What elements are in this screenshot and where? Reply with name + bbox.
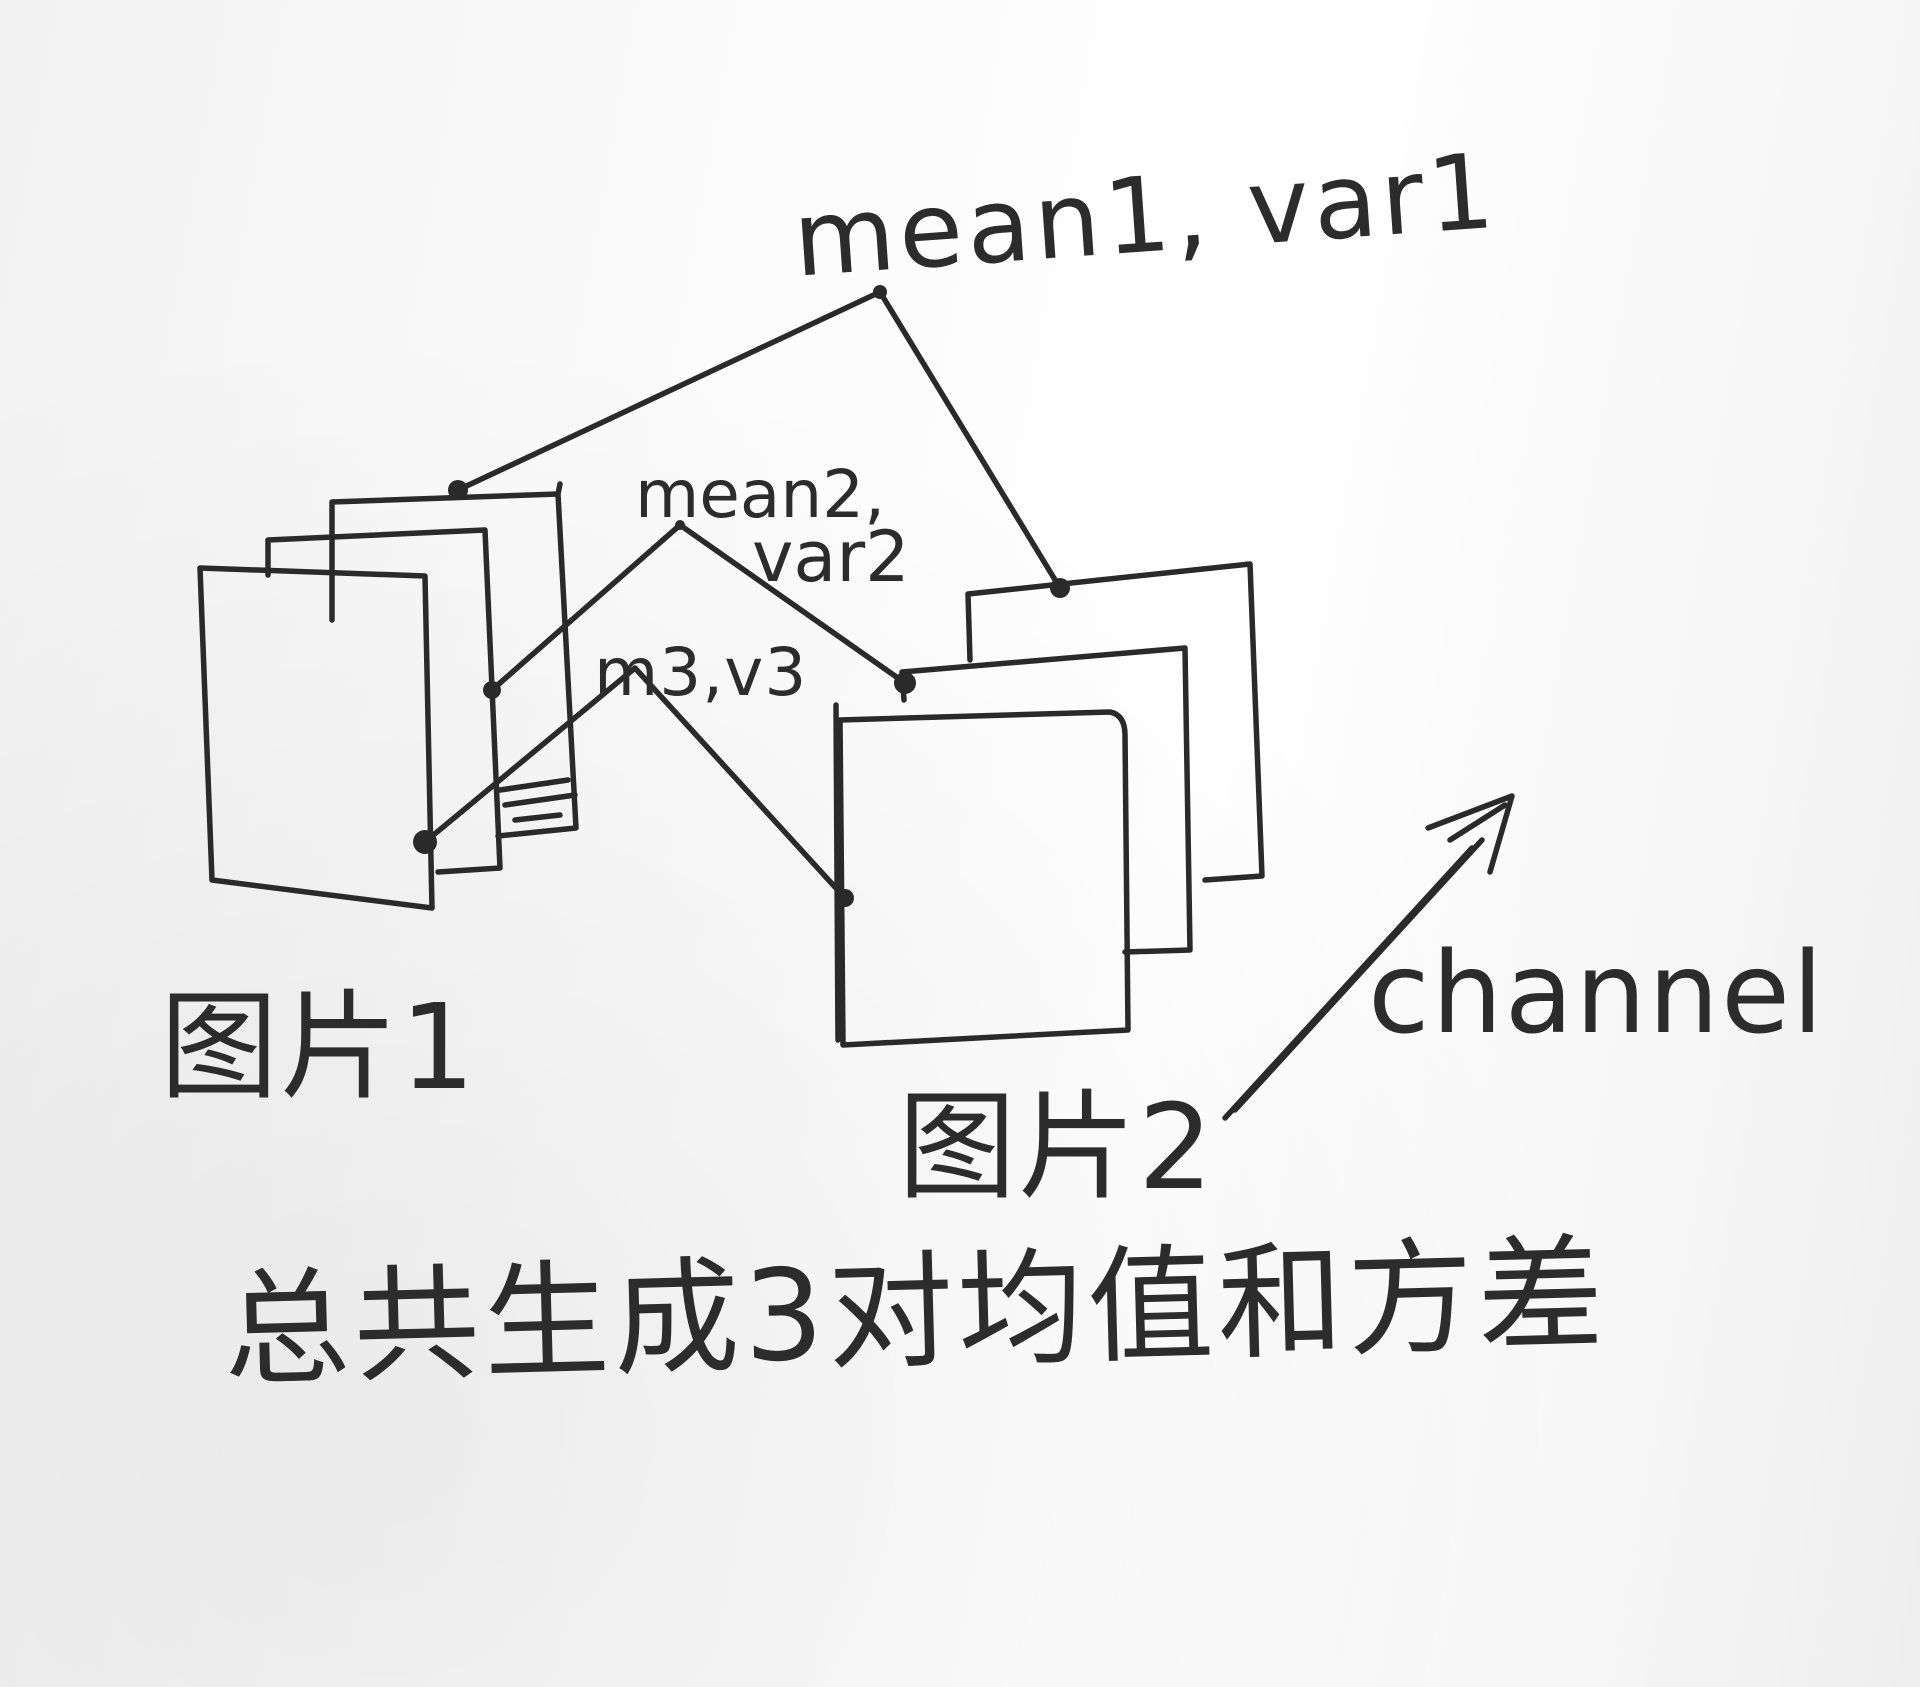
dot-mean2-end — [894, 672, 916, 694]
mean2-label: mean2, — [635, 456, 886, 533]
image1-stack — [197, 481, 579, 911]
dot-mean1-end — [1050, 578, 1070, 598]
channel-label: channel — [1368, 929, 1826, 1059]
image1-scribble — [497, 777, 578, 823]
image2-channel-1-edge — [833, 702, 841, 1043]
image2-stack — [833, 561, 1265, 1048]
image1-label: 图片1 — [160, 978, 478, 1116]
dot-mean1-peak — [873, 285, 887, 299]
image1-channel-2 — [265, 527, 503, 875]
var2-label: var2 — [752, 516, 910, 598]
dot-mean2-peak — [675, 520, 685, 530]
dot-m3-end — [836, 889, 854, 907]
image2-channel-1 — [837, 709, 1131, 1048]
summary-caption: 总共生成3对均值和方差 — [221, 1220, 1610, 1404]
image2-channel-3 — [965, 561, 1265, 883]
image1-channel-1 — [197, 565, 435, 911]
connection-m3-v3 — [422, 665, 848, 901]
dot-mean1-start — [448, 480, 468, 500]
connection-dots — [413, 285, 1070, 907]
channel-arrow-shaft — [1222, 837, 1485, 1121]
channel-arrow-head — [1425, 793, 1515, 875]
image2-label: 图片2 — [898, 1078, 1216, 1216]
dot-mean2-start — [483, 681, 501, 699]
image1-channel-3 — [329, 481, 579, 839]
m3-v3-label: m3,v3 — [594, 634, 808, 711]
connections — [422, 289, 1063, 901]
image2-channel-2 — [899, 645, 1193, 955]
channel-arrow — [1222, 793, 1515, 1121]
dot-m3-start — [413, 830, 437, 854]
